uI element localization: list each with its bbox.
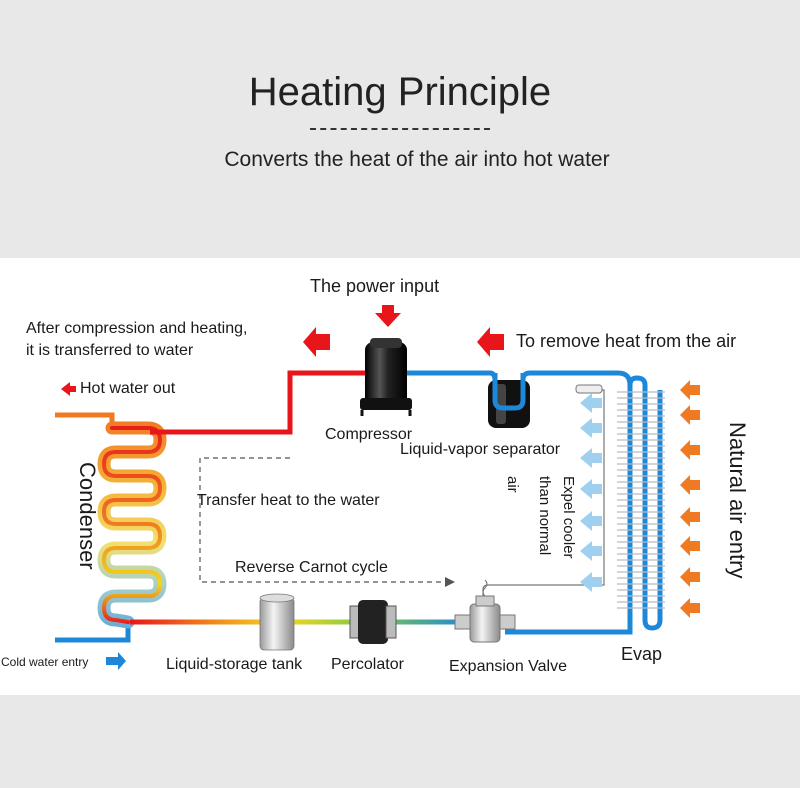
to-water-arrow-icon — [303, 327, 330, 357]
separator — [488, 373, 530, 428]
percolator-label: Percolator — [331, 656, 404, 673]
separator-label: Liquid-vapor separator — [400, 441, 561, 458]
hot-water-out-label: Hot water out — [80, 380, 176, 397]
percolator-shape — [349, 600, 397, 644]
incoming-air-arrows — [680, 380, 700, 618]
after-compression-line2: it is transferred to water — [26, 342, 194, 359]
expelled-air-arrows — [580, 393, 602, 592]
header-band: Heating Principle Converts the heat of t… — [0, 0, 800, 258]
liquid-storage-tank-shape — [259, 593, 295, 651]
transfer-heat-label: Transfer heat to the water — [197, 492, 380, 509]
title-divider — [310, 128, 490, 130]
page-subtitle: Converts the heat of the air into hot wa… — [224, 148, 610, 171]
hot-water-out-pipe — [55, 412, 115, 428]
power-input-arrow-icon — [375, 305, 401, 327]
natural-air-entry-label: Natural air entry — [725, 422, 750, 579]
expansion-valve-label: Expansion Valve — [449, 658, 567, 675]
condenser-label: Condenser — [75, 462, 100, 570]
expansion-valve-shape — [454, 579, 516, 643]
reverse-cycle-dashed-line — [199, 457, 445, 583]
cold-water-entry-label: Cold water entry — [1, 655, 89, 669]
footer-band — [0, 695, 800, 788]
page-title: Heating Principle — [248, 70, 552, 114]
compressor-label: Compressor — [325, 426, 413, 443]
reverse-carnot-label: Reverse Carnot cycle — [235, 559, 388, 576]
liquid-storage-tank-label: Liquid-storage tank — [166, 656, 303, 673]
sensor-bulb — [575, 384, 603, 394]
capillary-line — [482, 389, 605, 598]
condenser-refrigerant-coil — [101, 426, 163, 624]
evaporator-fins — [617, 391, 665, 609]
hot-water-out-arrow-icon — [61, 382, 76, 396]
after-compression-label: After compression and heating, it is tra… — [26, 318, 247, 362]
cold-water-entry-arrow-icon — [106, 652, 126, 670]
hot-refrigerant-pipe — [150, 370, 365, 435]
dashed-arrow-head — [445, 577, 455, 587]
expel-line3: air — [504, 476, 521, 493]
expel-line1: Expel cooler — [560, 476, 577, 559]
expel-line2: than normal — [536, 476, 553, 556]
after-compression-line1: After compression and heating, — [26, 320, 248, 337]
remove-heat-label: To remove heat from the air — [516, 331, 737, 351]
evaporator-coil — [627, 375, 663, 631]
evap-label: Evap — [621, 644, 663, 664]
compressor — [360, 338, 412, 416]
power-input-label: The power input — [310, 276, 440, 296]
evap-inlet-pipe — [505, 620, 633, 635]
remove-heat-arrow-icon — [477, 327, 504, 357]
